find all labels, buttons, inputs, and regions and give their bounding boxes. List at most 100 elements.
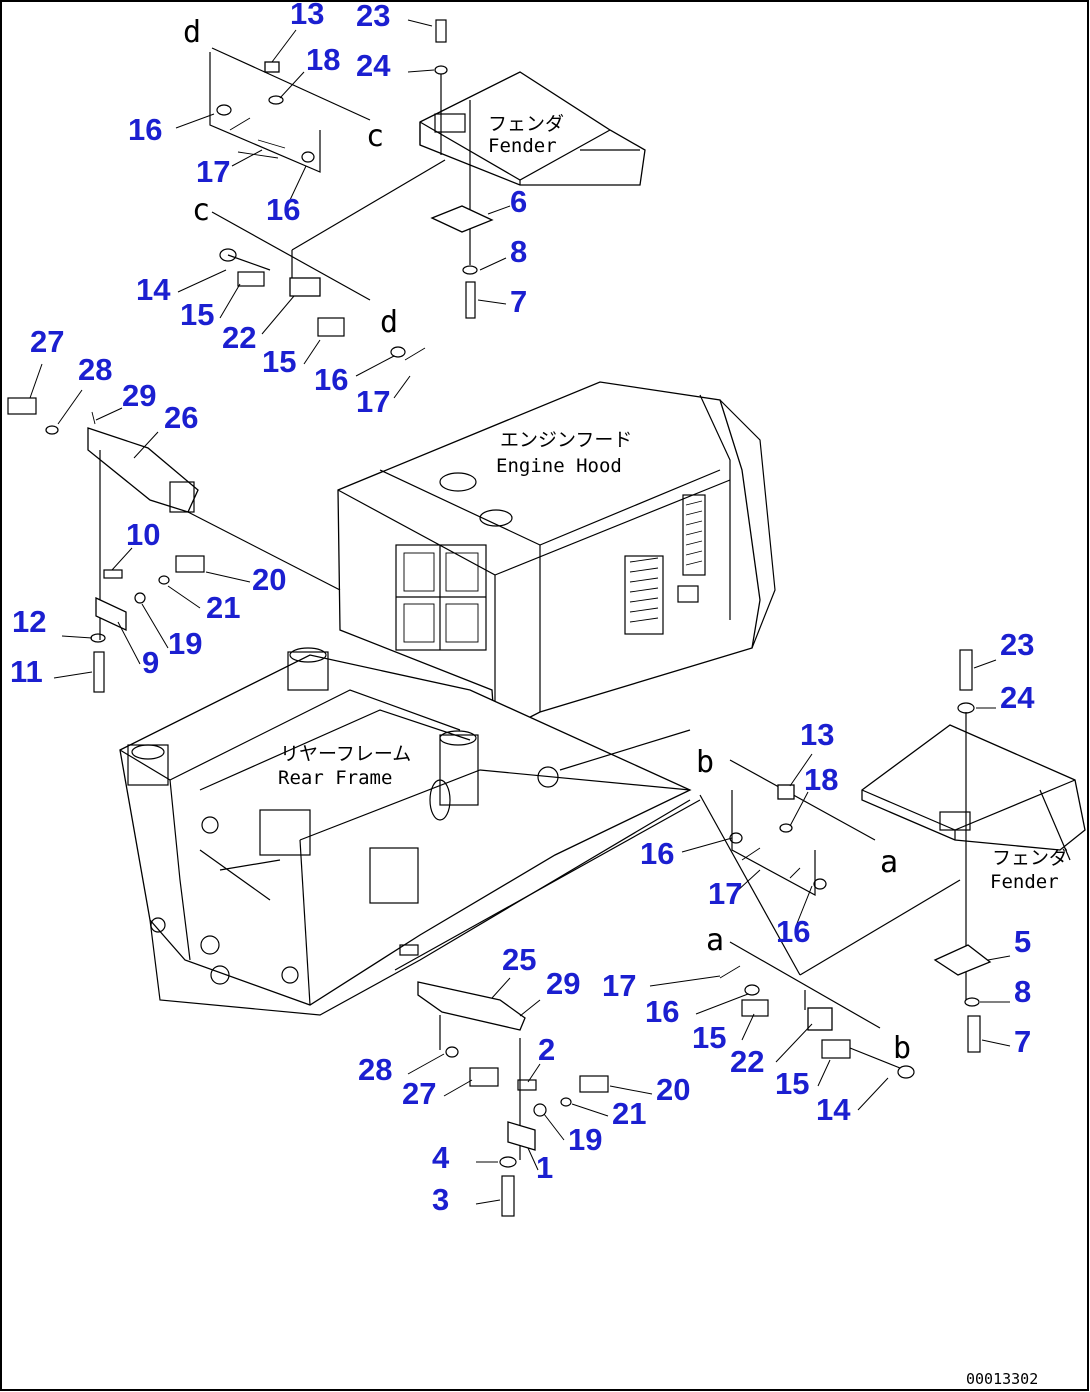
part-number-16: 16 bbox=[314, 362, 348, 397]
rear-frame-label-en: Rear Frame bbox=[278, 767, 392, 789]
leader-line-18 bbox=[279, 71, 305, 99]
part-number-7: 7 bbox=[1014, 1024, 1031, 1059]
ref-a-left: a bbox=[706, 923, 724, 958]
part-number-21: 21 bbox=[206, 590, 240, 625]
leader-line-1 bbox=[527, 1147, 539, 1171]
part-number-12: 12 bbox=[12, 604, 46, 639]
part-number-29: 29 bbox=[122, 378, 156, 413]
leader-line-16 bbox=[289, 165, 307, 201]
leader-line-22 bbox=[261, 295, 295, 335]
part-number-19: 19 bbox=[568, 1122, 602, 1157]
leader-line-7 bbox=[981, 1039, 1011, 1047]
leader-line-28 bbox=[57, 389, 83, 425]
engine-hood-label-en: Engine Hood bbox=[496, 455, 622, 477]
part-number-29: 29 bbox=[546, 966, 580, 1001]
part-number-17: 17 bbox=[356, 384, 390, 419]
part-number-16: 16 bbox=[640, 836, 674, 871]
mount-hardware-bottom bbox=[394, 649, 992, 1217]
leader-line-13 bbox=[271, 29, 297, 63]
leader-line-6 bbox=[487, 205, 511, 215]
part-number-28: 28 bbox=[358, 1052, 392, 1087]
part-number-22: 22 bbox=[730, 1044, 764, 1079]
leader-line-29 bbox=[519, 999, 541, 1017]
part-number-15: 15 bbox=[262, 344, 296, 379]
part-number-16: 16 bbox=[776, 914, 810, 949]
mount-hardware-top bbox=[7, 19, 494, 693]
fender-top-label-en: Fender bbox=[488, 135, 557, 157]
leader-line-14 bbox=[857, 1077, 889, 1111]
leader-line-15 bbox=[741, 1013, 755, 1041]
part-number-26: 26 bbox=[164, 400, 198, 435]
part-number-5: 5 bbox=[1014, 924, 1031, 959]
part-number-10: 10 bbox=[126, 517, 160, 552]
part-number-9: 9 bbox=[142, 645, 159, 680]
part-number-8: 8 bbox=[510, 234, 527, 269]
engine-hood bbox=[337, 381, 776, 737]
leader-line-26 bbox=[133, 431, 159, 459]
leader-line-16 bbox=[355, 355, 395, 377]
ref-c-right: c bbox=[366, 119, 384, 154]
leader-line-8 bbox=[479, 257, 507, 271]
leader-line-24 bbox=[407, 69, 435, 73]
leader-line-15 bbox=[303, 339, 321, 365]
leader-line-16 bbox=[795, 885, 813, 927]
part-number-22: 22 bbox=[222, 320, 256, 355]
part-number-20: 20 bbox=[656, 1072, 690, 1107]
part-number-11: 11 bbox=[10, 654, 43, 689]
part-number-15: 15 bbox=[180, 297, 214, 332]
leader-line-3 bbox=[475, 1199, 501, 1205]
leader-line-15 bbox=[219, 283, 241, 319]
part-number-16: 16 bbox=[128, 112, 162, 147]
leader-line-23 bbox=[973, 659, 997, 669]
leader-line-18 bbox=[789, 791, 809, 827]
part-number-8: 8 bbox=[1014, 974, 1031, 1009]
part-number-18: 18 bbox=[306, 42, 340, 77]
part-number-24: 24 bbox=[1000, 680, 1035, 715]
leader-line-21 bbox=[571, 1103, 609, 1117]
leader-line-20 bbox=[609, 1085, 653, 1095]
part-number-15: 15 bbox=[775, 1066, 809, 1101]
leader-line-22 bbox=[775, 1023, 813, 1063]
part-number-19: 19 bbox=[168, 626, 202, 661]
leader-line-17 bbox=[393, 375, 411, 399]
part-number-24: 24 bbox=[356, 48, 391, 83]
leader-line-10 bbox=[111, 547, 133, 571]
part-number-13: 13 bbox=[290, 0, 324, 31]
part-number-27: 27 bbox=[30, 324, 64, 359]
part-number-1: 1 bbox=[536, 1150, 553, 1185]
leader-line-20 bbox=[205, 571, 251, 583]
part-number-23: 23 bbox=[1000, 627, 1034, 662]
fender-top bbox=[419, 71, 646, 186]
engine-hood-label-jp: エンジンフード bbox=[500, 429, 632, 451]
ref-b-top: b bbox=[696, 745, 714, 780]
fender-top-label-jp: フェンダ bbox=[488, 113, 564, 135]
leader-line-23 bbox=[407, 19, 433, 27]
part-number-27: 27 bbox=[402, 1076, 436, 1111]
leader-line-27 bbox=[443, 1079, 473, 1097]
part-number-21: 21 bbox=[612, 1096, 646, 1131]
leader-line-16 bbox=[695, 993, 749, 1015]
part-number-6: 6 bbox=[510, 184, 527, 219]
part-number-18: 18 bbox=[804, 762, 838, 797]
leader-line-13 bbox=[789, 753, 813, 787]
fender-right-label-jp: フェンダ bbox=[992, 847, 1068, 869]
leader-line-16 bbox=[175, 113, 215, 129]
leader-line-17 bbox=[649, 975, 721, 987]
part-number-17: 17 bbox=[602, 968, 636, 1003]
leader-line-9 bbox=[117, 621, 141, 665]
leader-line-2 bbox=[527, 1063, 541, 1083]
leader-line-5 bbox=[987, 955, 1011, 961]
part-number-14: 14 bbox=[816, 1092, 851, 1127]
leader-line-17 bbox=[735, 869, 761, 893]
part-number-25: 25 bbox=[502, 942, 536, 977]
ref-b-bottom: b bbox=[893, 1031, 911, 1066]
leader-line-14 bbox=[177, 269, 227, 293]
part-number-16: 16 bbox=[645, 994, 679, 1029]
part-number-4: 4 bbox=[432, 1140, 450, 1175]
leader-line-19 bbox=[141, 603, 169, 649]
leader-line-16 bbox=[681, 837, 733, 853]
drawing-code: 00013302 bbox=[966, 1370, 1038, 1388]
part-number-14: 14 bbox=[136, 272, 171, 307]
part-number-15: 15 bbox=[692, 1020, 726, 1055]
